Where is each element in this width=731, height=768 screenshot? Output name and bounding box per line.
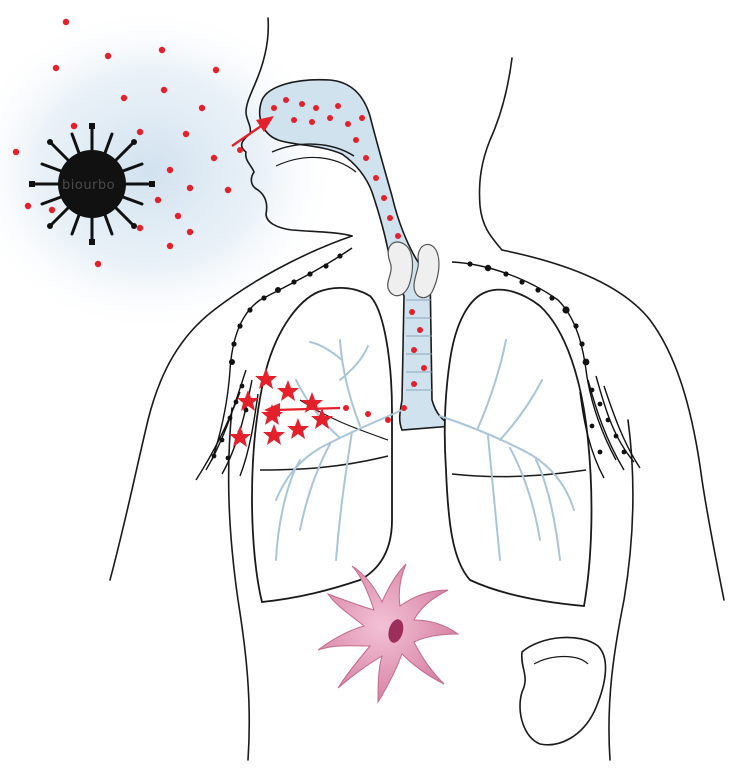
left-lung (252, 288, 402, 602)
watermark-text: biourbo (62, 178, 115, 193)
stomach (520, 637, 606, 744)
virus-icon: biourbo (29, 123, 155, 245)
right-lung (440, 290, 591, 606)
